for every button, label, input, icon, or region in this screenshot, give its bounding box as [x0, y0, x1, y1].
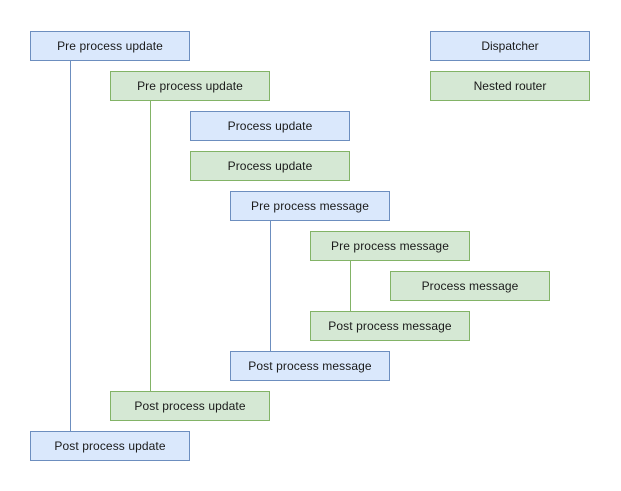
connector-pre-update-to-post-update-2 — [150, 101, 151, 391]
node-post-process-update-router[interactable]: Post process update — [110, 391, 270, 421]
connector-pre-message-to-post-message-2 — [350, 261, 351, 311]
connector-pre-update-to-post-update — [70, 61, 71, 431]
node-post-process-message-router[interactable]: Post process message — [310, 311, 470, 341]
node-pre-process-update-router[interactable]: Pre process update — [110, 71, 270, 101]
node-process-update-dispatcher[interactable]: Process update — [190, 111, 350, 141]
node-pre-process-message-router[interactable]: Pre process message — [310, 231, 470, 261]
node-post-process-update-dispatcher[interactable]: Post process update — [30, 431, 190, 461]
node-pre-process-message-dispatcher[interactable]: Pre process message — [230, 191, 390, 221]
node-pre-process-update-dispatcher[interactable]: Pre process update — [30, 31, 190, 61]
node-process-update-router[interactable]: Process update — [190, 151, 350, 181]
legend-router[interactable]: Nested router — [430, 71, 590, 101]
node-process-message-router[interactable]: Process message — [390, 271, 550, 301]
legend-dispatcher[interactable]: Dispatcher — [430, 31, 590, 61]
node-post-process-message-dispatcher[interactable]: Post process message — [230, 351, 390, 381]
connector-pre-message-to-post-message — [270, 221, 271, 351]
